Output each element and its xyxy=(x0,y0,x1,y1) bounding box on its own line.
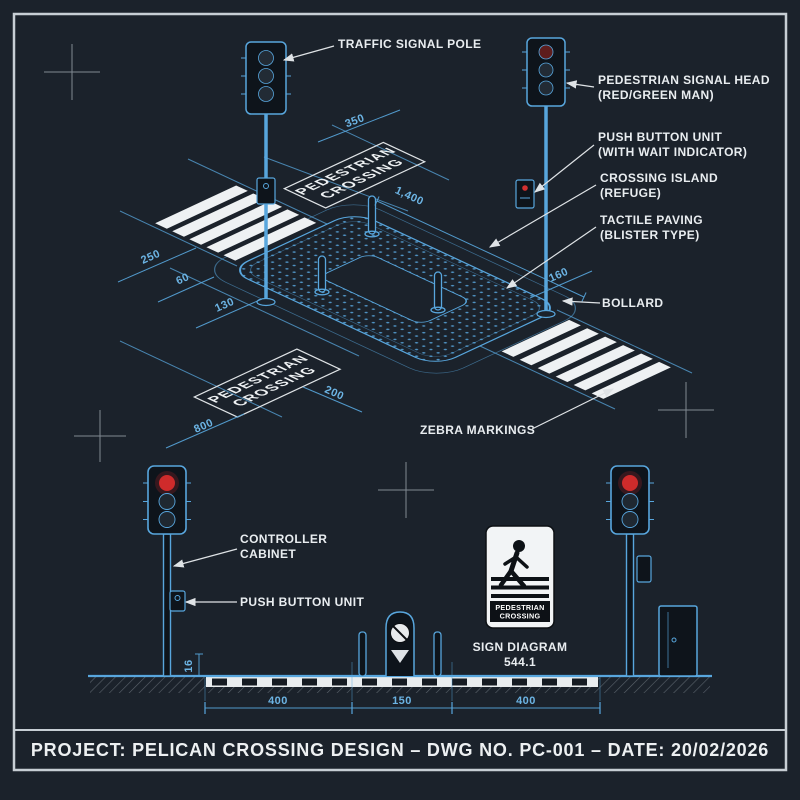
callout-line: (WITH WAIT INDICATOR) xyxy=(598,145,748,159)
plan-view: PEDESTRIAN CROSSING PEDESTRIAN CROSSING xyxy=(117,37,693,449)
callout-line: 544.1 xyxy=(503,655,537,669)
drawing-frame xyxy=(12,12,788,772)
traffic-signal-left-elevation xyxy=(143,465,191,677)
callout-line: (REFUGE) xyxy=(600,186,662,200)
traffic-signal-pole-left xyxy=(241,41,291,307)
zebra-markings-right xyxy=(501,319,671,399)
dim-center-span: 150 xyxy=(392,695,412,707)
callout-pedestrian-signal-head: PEDESTRIAN SIGNAL HEAD (RED/GREEN MAN) xyxy=(598,73,770,103)
title-block: PROJECT: PELICAN CROSSING DESIGN – DWG N… xyxy=(30,739,770,760)
dim-island-length: 1,400 xyxy=(393,184,425,208)
leader-bollard xyxy=(561,297,601,306)
crosshair-icon xyxy=(44,44,100,100)
callout-line: PUSH BUTTON UNIT xyxy=(598,130,723,144)
walking-man-icon xyxy=(498,540,529,589)
callout-traffic-signal-pole: TRAFFIC SIGNAL POLE xyxy=(338,37,482,51)
signal-head-left xyxy=(241,41,291,115)
callout-line: CONTROLLER xyxy=(240,532,328,546)
marker-post xyxy=(433,631,442,677)
red-signal-light xyxy=(622,475,638,491)
callout-line: (BLISTER TYPE) xyxy=(600,228,700,242)
leader-lines xyxy=(172,45,615,607)
leader-push-button-top xyxy=(534,144,595,193)
crosshair-icon xyxy=(658,382,714,438)
pedestrian-crossing-sign: PEDESTRIAN CROSSING xyxy=(485,525,555,629)
elevation-dimensions: 400 150 400 16 xyxy=(183,653,601,714)
marker-post xyxy=(358,631,367,677)
crossing-surface-dashes xyxy=(212,678,587,686)
refuge-beacon xyxy=(385,611,415,676)
bollard-post xyxy=(364,195,380,238)
bollard-post xyxy=(430,271,446,314)
traffic-signal-pole-right xyxy=(515,37,570,319)
signal-attachment-box xyxy=(636,555,652,583)
callout-push-button-bottom: PUSH BUTTON UNIT xyxy=(240,595,365,609)
down-arrow-icon xyxy=(391,650,409,663)
sign-text-line1: PEDESTRIAN xyxy=(495,603,544,612)
crosshair-marks xyxy=(44,44,714,518)
push-button-unit-right-plan xyxy=(515,179,535,209)
callout-line: CABINET xyxy=(240,547,297,561)
dim-road-width: 800 xyxy=(192,417,215,436)
callout-tactile-paving: TACTILE PAVING (BLISTER TYPE) xyxy=(600,213,703,243)
crossing-island xyxy=(213,204,577,374)
callout-line: TACTILE PAVING xyxy=(600,213,703,227)
traffic-signal-right-elevation xyxy=(606,465,654,677)
callout-bollard: BOLLARD xyxy=(602,296,664,310)
sign-zebra-stripes xyxy=(491,577,549,598)
push-button-unit-elevation xyxy=(169,590,186,612)
pedestrian-signal-head-right xyxy=(522,37,570,107)
callout-sign-diagram: SIGN DIAGRAM 544.1 xyxy=(468,640,572,670)
leader-traffic-signal-pole xyxy=(282,45,335,62)
leader-pedestrian-signal-head xyxy=(565,80,595,89)
leader-zebra-markings xyxy=(531,388,615,430)
road-marking-bottom: PEDESTRIAN CROSSING xyxy=(192,348,342,418)
callout-line: CROSSING ISLAND xyxy=(600,171,719,185)
callout-line: PEDESTRIAN SIGNAL HEAD xyxy=(598,73,770,87)
elevation-view: PEDESTRIAN CROSSING 400 150 400 xyxy=(88,465,712,714)
dim-left-b: 60 xyxy=(174,271,191,287)
bollard-post xyxy=(314,255,330,296)
bollards xyxy=(314,195,446,314)
zebra-markings-top xyxy=(155,185,317,261)
push-button-unit-left-plan xyxy=(256,177,276,205)
callout-crossing-island: CROSSING ISLAND (REFUGE) xyxy=(600,171,718,201)
dim-right-span: 400 xyxy=(516,695,536,707)
crosshair-icon xyxy=(74,410,126,462)
callout-controller-cabinet: CONTROLLER CABINET xyxy=(240,532,327,562)
dim-left-span: 400 xyxy=(268,695,288,707)
leader-controller-cabinet xyxy=(172,548,238,568)
callout-line: SIGN DIAGRAM xyxy=(472,640,568,654)
red-signal-light xyxy=(159,475,175,491)
crosshair-icon xyxy=(378,462,434,518)
dim-kerb-height: 16 xyxy=(183,659,195,672)
plan-dimensions: 350 1,400 250 60 130 160 800 200 xyxy=(117,109,593,449)
callout-push-button-top: PUSH BUTTON UNIT (WITH WAIT INDICATOR) xyxy=(598,130,747,160)
dim-top-width: 350 xyxy=(344,112,367,130)
island-core xyxy=(323,255,467,323)
callout-zebra-markings: ZEBRA MARKINGS xyxy=(420,423,536,437)
sign-text-line2: CROSSING xyxy=(500,612,541,621)
leader-tactile-paving xyxy=(506,226,597,289)
leader-crossing-island xyxy=(488,184,597,248)
callout-line: (RED/GREEN MAN) xyxy=(598,88,714,102)
controller-cabinet xyxy=(658,605,698,677)
